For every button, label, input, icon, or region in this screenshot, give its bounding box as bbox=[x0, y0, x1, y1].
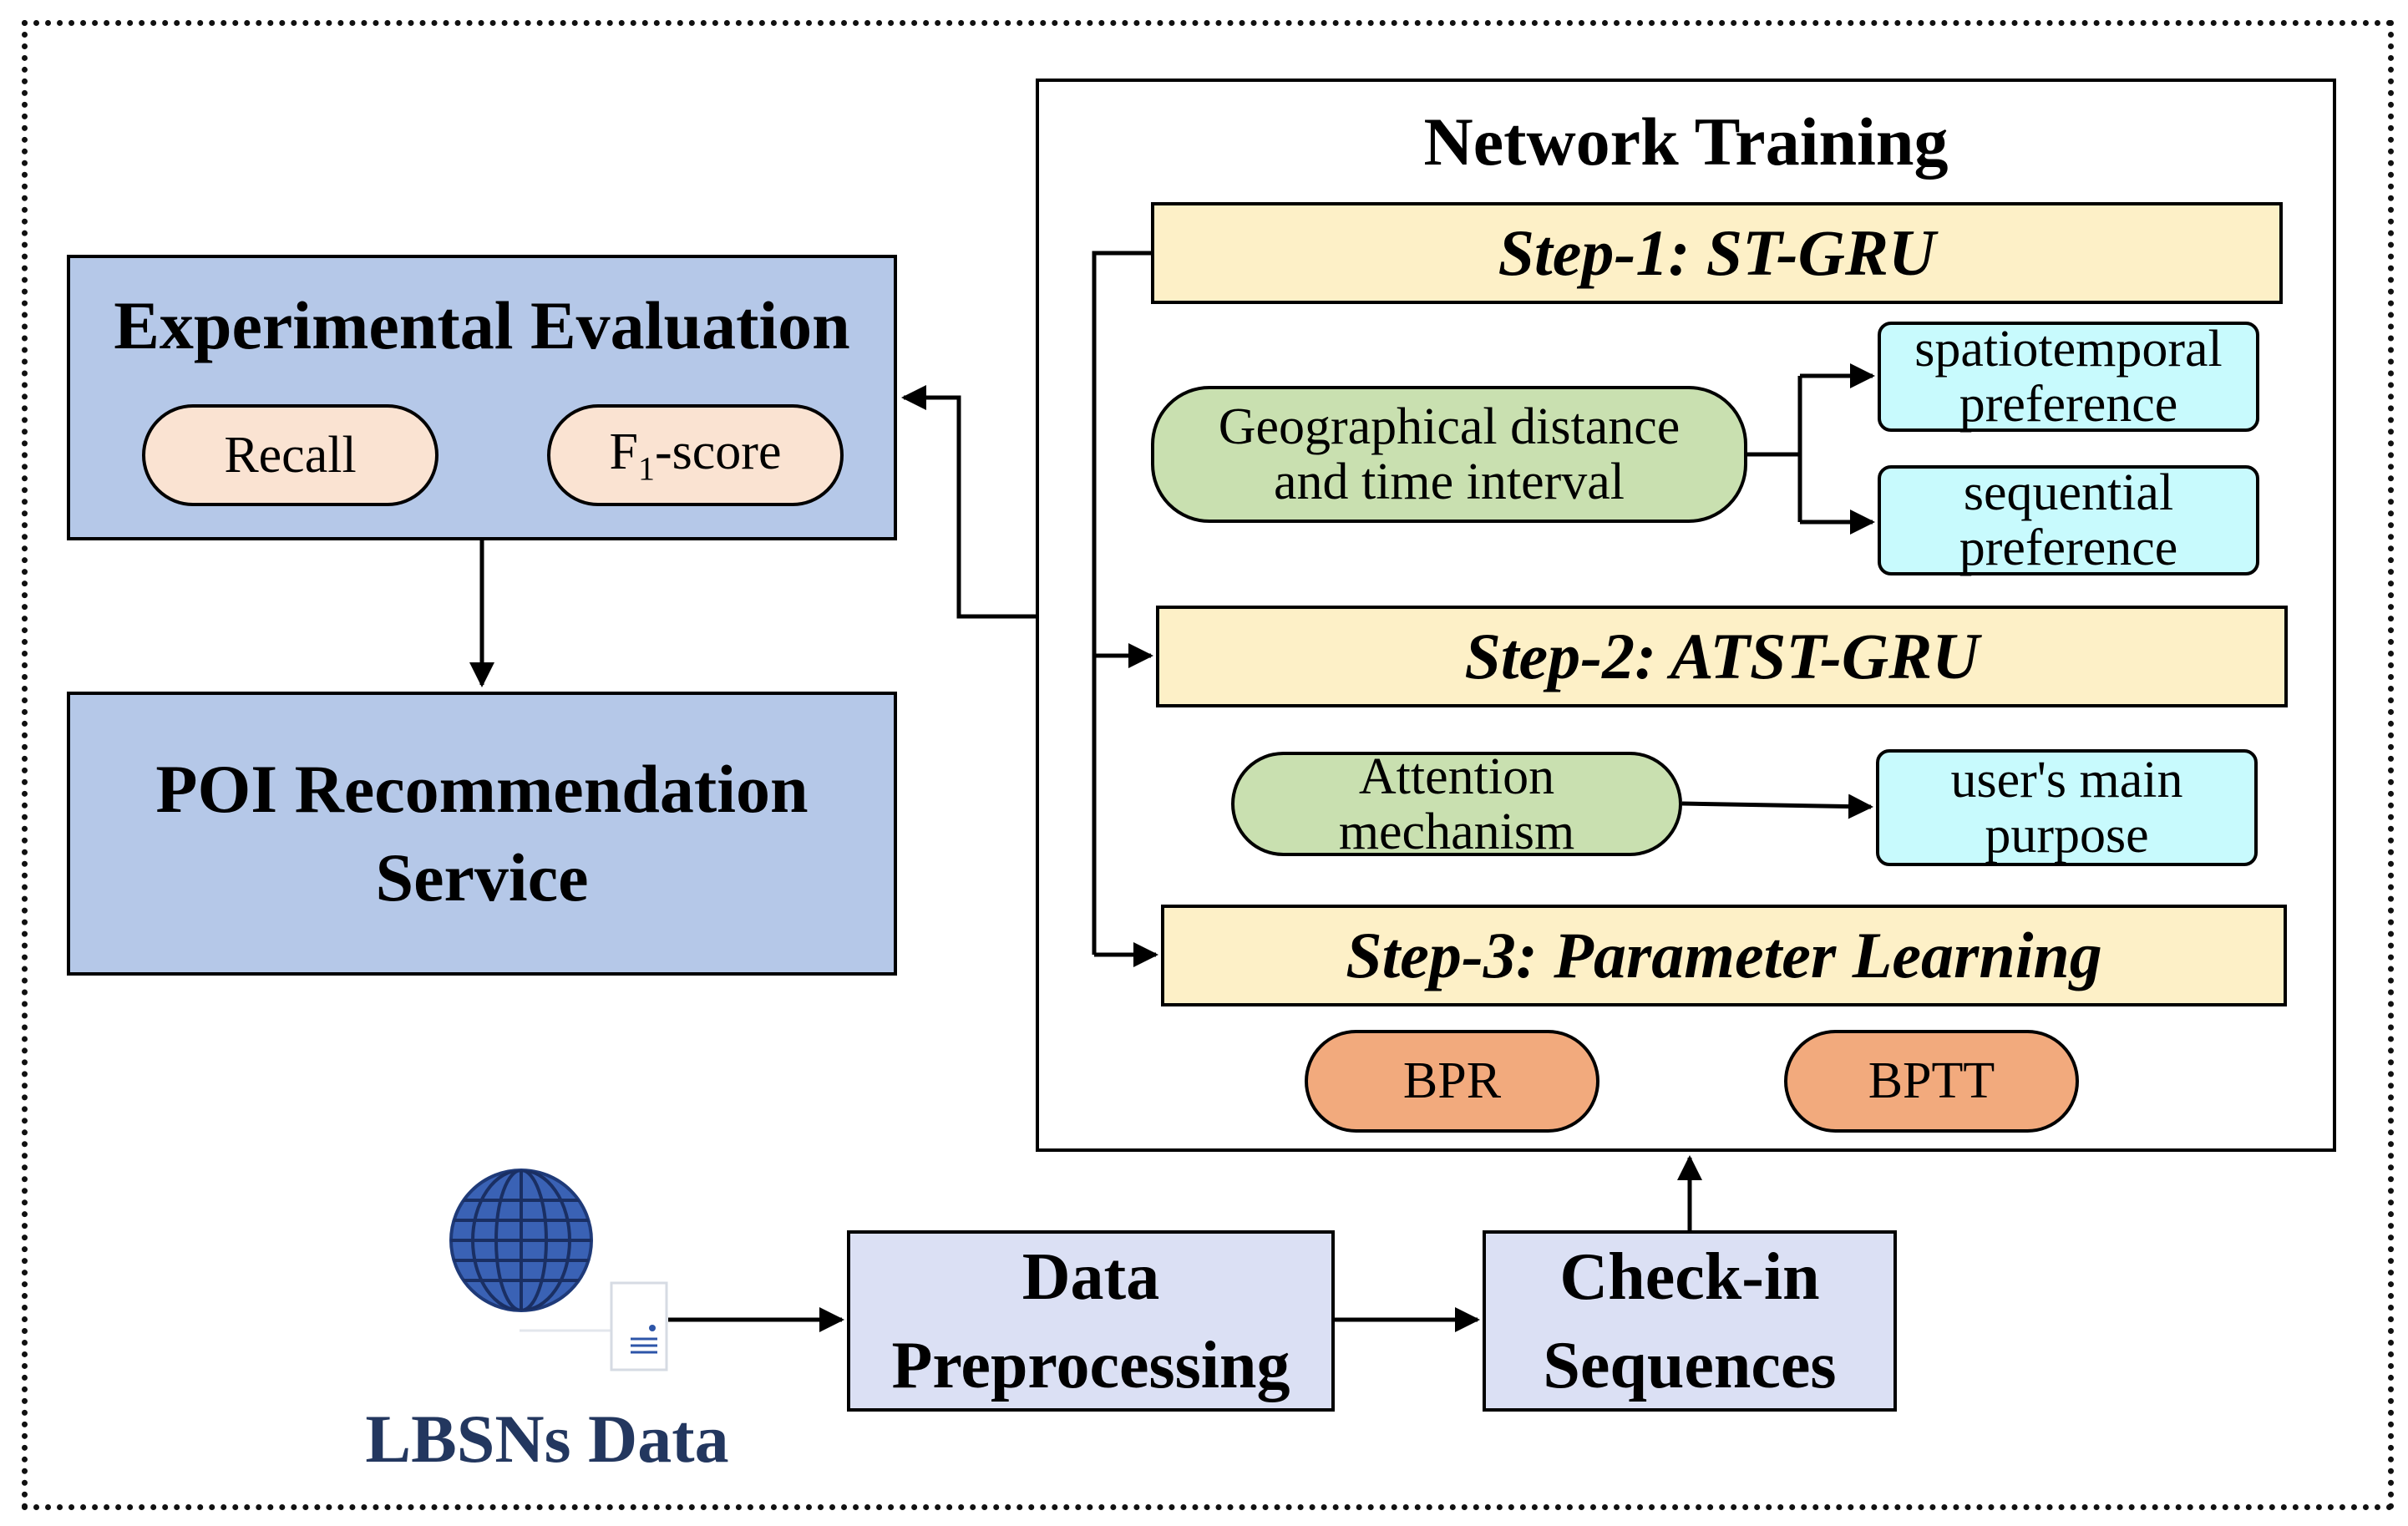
globe-icon bbox=[449, 1169, 593, 1312]
f1-label: F1-score bbox=[609, 423, 782, 488]
arrow-attention bbox=[1681, 793, 1873, 819]
user-purpose-box: user's main purpose bbox=[1876, 749, 2258, 866]
attention-pill: Attention mechanism bbox=[1231, 748, 1682, 860]
f1-score-pill: F1-score bbox=[547, 404, 844, 506]
data-preprocessing-label: Data Preprocessing bbox=[891, 1240, 1290, 1402]
step1-box: Step-1: ST-GRU bbox=[1151, 202, 2283, 304]
checkin-sequences-box: Check-in Sequences bbox=[1483, 1230, 1897, 1412]
sequential-box: sequential preference bbox=[1878, 465, 2259, 575]
geo-distance-label: Geographical distance and time interval bbox=[1218, 398, 1681, 510]
attention-label: Attention mechanism bbox=[1338, 748, 1575, 860]
bptt-pill: BPTT bbox=[1784, 1030, 2079, 1133]
trunk-step1 bbox=[1092, 251, 1151, 955]
user-purpose-label: user's main purpose bbox=[1950, 752, 2183, 864]
recall-pill: Recall bbox=[142, 404, 439, 506]
lbsns-label: LBSNs Data bbox=[365, 1401, 729, 1477]
geo-distance-pill: Geographical distance and time interval bbox=[1151, 386, 1747, 523]
document-icon bbox=[520, 1281, 668, 1371]
checkin-sequences-label: Check-in Sequences bbox=[1543, 1240, 1837, 1402]
step2-box: Step-2: ATST-GRU bbox=[1156, 606, 2288, 707]
sequential-label: sequential preference bbox=[1959, 464, 2178, 576]
outer-frame bbox=[22, 20, 2394, 1510]
data-preprocessing-box: Data Preprocessing bbox=[847, 1230, 1335, 1412]
poi-service-label: POI Recommendation Service bbox=[155, 751, 809, 915]
network-training-title: Network Training bbox=[1423, 104, 1949, 180]
evaluation-title: Experimental Evaluation bbox=[114, 287, 850, 363]
arrow-to-evaluation bbox=[901, 385, 1036, 619]
spatiotemporal-label: spatiotemporal preference bbox=[1914, 321, 2223, 433]
bpr-pill: BPR bbox=[1305, 1030, 1599, 1133]
spatiotemporal-box: spatiotemporal preference bbox=[1878, 322, 2259, 432]
step3-box: Step-3: Parameter Learning bbox=[1161, 905, 2287, 1006]
poi-service-box: POI Recommendation Service bbox=[67, 692, 897, 976]
